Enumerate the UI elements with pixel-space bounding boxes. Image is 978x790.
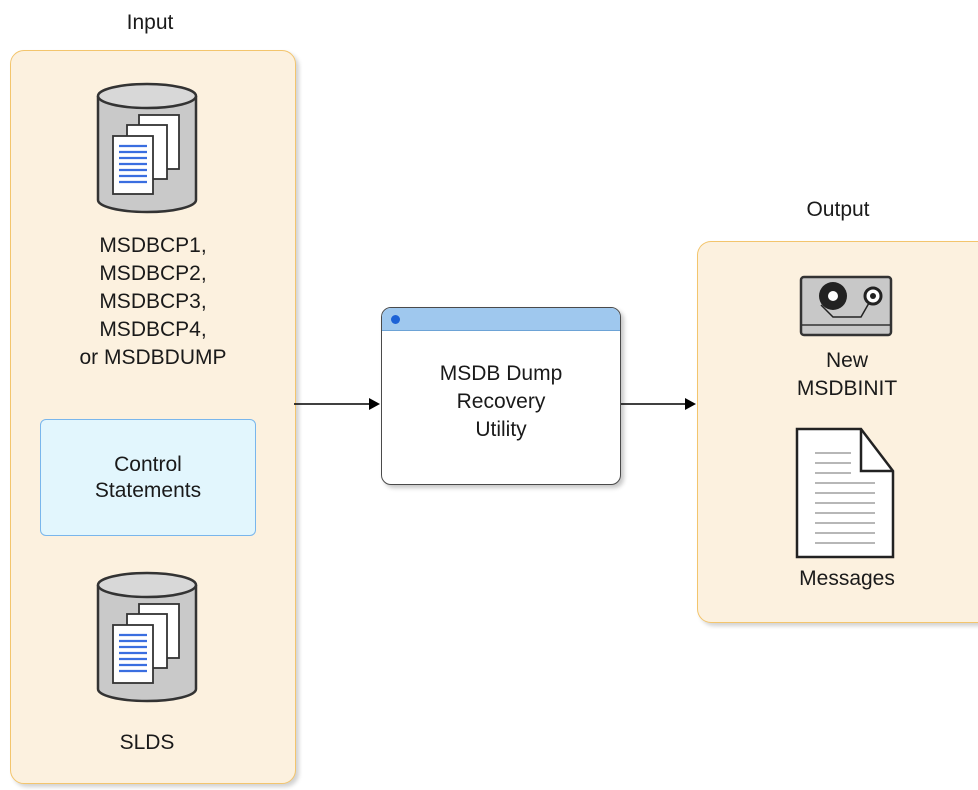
tape-label-line: MSDBINIT <box>796 377 898 400</box>
window-title-bar <box>382 308 620 331</box>
tape-label-line: New <box>825 349 868 372</box>
utility-label-line: Recovery <box>456 390 546 413</box>
slds-label: SLDS <box>119 731 175 754</box>
dataset-label: MSDBCP4, <box>99 318 207 341</box>
control-statements-box: Control Statements <box>40 419 256 536</box>
input-datasets: MSDBCP1, MSDBCP2, MSDBCP3, MSDBCP4, or M… <box>40 232 266 372</box>
utility-window: MSDB Dump Recovery Utility <box>381 307 621 485</box>
database-cylinder-icon <box>95 82 199 214</box>
utility-label: MSDB Dump Recovery Utility <box>382 360 620 444</box>
dataset-label: MSDBCP3, <box>99 290 207 313</box>
control-statements-label: Statements <box>94 478 202 502</box>
document-icon <box>795 427 895 559</box>
database-cylinder-icon <box>95 571 199 703</box>
dataset-label: or MSDBDUMP <box>79 346 227 369</box>
output-title: Output <box>806 198 870 221</box>
arrow-input-to-utility <box>294 394 384 414</box>
control-statements-label: Control <box>114 452 182 476</box>
messages-label: Messages <box>799 567 895 590</box>
dataset-label: MSDBCP1, <box>99 234 207 257</box>
dataset-label: MSDBCP2, <box>99 262 207 285</box>
utility-label-line: MSDB Dump <box>439 362 563 385</box>
utility-label-line: Utility <box>475 418 527 441</box>
tape-label: New MSDBINIT <box>762 347 932 403</box>
arrow-utility-to-output <box>620 394 700 414</box>
tape-reel-icon <box>799 275 893 337</box>
window-dot-icon <box>391 315 400 324</box>
input-title: Input <box>126 11 174 34</box>
